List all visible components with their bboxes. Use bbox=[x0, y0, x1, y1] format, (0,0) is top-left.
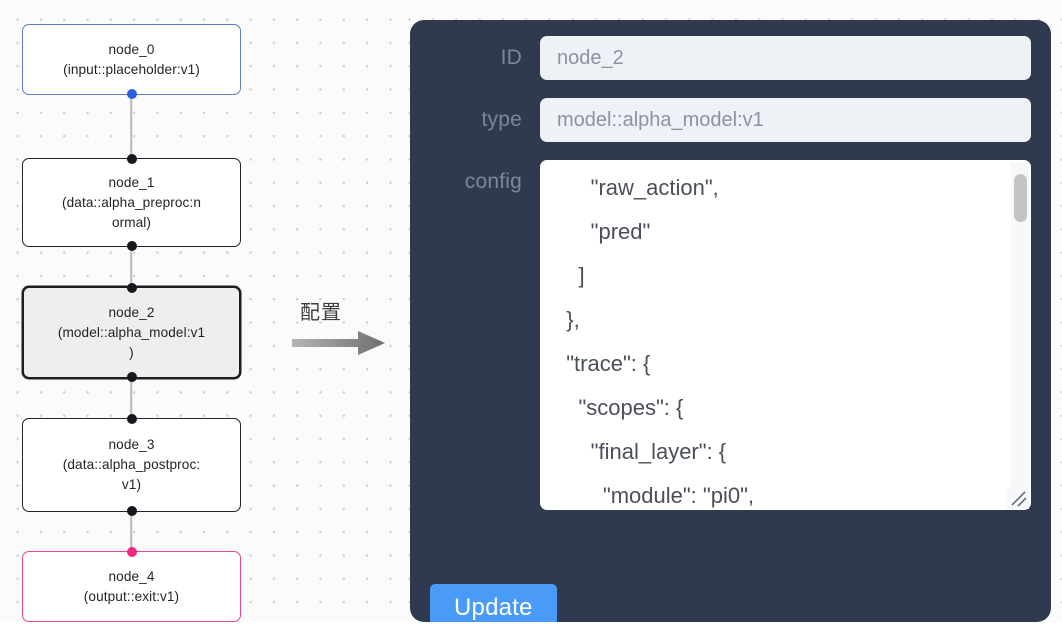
node-title: node_4 bbox=[108, 568, 155, 584]
node-port-input[interactable] bbox=[126, 547, 137, 557]
edge-node3-node4 bbox=[130, 512, 132, 551]
node-subtitle-cont: ormal) bbox=[111, 214, 152, 230]
type-input[interactable] bbox=[540, 98, 1031, 142]
edge-node2-node3 bbox=[130, 379, 132, 418]
node-title: node_2 bbox=[108, 304, 155, 320]
textarea-resize-handle-icon[interactable] bbox=[1007, 487, 1029, 509]
flow-arrow-annotation: 配置 bbox=[292, 296, 392, 360]
id-field-label: ID bbox=[500, 46, 522, 69]
node-subtitle: (input::placeholder:v1) bbox=[63, 61, 200, 77]
graph-node-node_2[interactable]: node_2 (model::alpha_model:v1 ) bbox=[22, 283, 241, 382]
node-title: node_0 bbox=[108, 41, 155, 57]
node-port-input[interactable] bbox=[126, 154, 137, 164]
node-port-output[interactable] bbox=[126, 89, 137, 99]
type-field-label: type bbox=[481, 108, 522, 131]
config-textarea-wrap bbox=[540, 160, 1031, 510]
field-row-type: type bbox=[430, 98, 1031, 142]
graph-node-node_1[interactable]: node_1 (data::alpha_preproc:n ormal) bbox=[22, 154, 241, 251]
node-port-output[interactable] bbox=[126, 372, 137, 382]
node-port-input[interactable] bbox=[126, 283, 137, 293]
node-subtitle: (data::alpha_preproc:n bbox=[62, 194, 201, 210]
node-subtitle-cont: ) bbox=[129, 344, 134, 360]
node-subtitle: (output::exit:v1) bbox=[83, 588, 180, 604]
field-row-config: config bbox=[430, 160, 1031, 510]
node-config-panel: ID type config Update bbox=[410, 20, 1051, 634]
config-textarea-scrollbar[interactable] bbox=[1011, 162, 1029, 508]
edge-node1-node2 bbox=[130, 247, 132, 286]
node-subtitle: (data::alpha_postproc: bbox=[62, 457, 201, 472]
page-bottom-strip bbox=[0, 622, 1062, 643]
node-port-output[interactable] bbox=[126, 241, 137, 251]
config-textarea[interactable] bbox=[540, 160, 1031, 510]
node-port-output[interactable] bbox=[126, 506, 137, 516]
graph-node-node_4[interactable]: node_4 (output::exit:v1) bbox=[22, 547, 241, 622]
scrollbar-thumb[interactable] bbox=[1014, 174, 1027, 222]
config-field-label: config bbox=[464, 170, 522, 193]
id-input[interactable] bbox=[540, 36, 1031, 80]
node-title: node_3 bbox=[108, 437, 155, 452]
arrow-label: 配置 bbox=[300, 300, 342, 324]
arrow-right-icon bbox=[292, 330, 386, 361]
node-port-input[interactable] bbox=[126, 414, 137, 424]
node-subtitle-cont: v1) bbox=[121, 477, 142, 492]
graph-node-node_3[interactable]: node_3 (data::alpha_postproc: v1) bbox=[22, 414, 241, 516]
node-title: node_1 bbox=[108, 174, 155, 190]
field-row-id: ID bbox=[430, 36, 1031, 80]
node-subtitle: (model::alpha_model:v1 bbox=[57, 324, 206, 340]
graph-node-node_0[interactable]: node_0 (input::placeholder:v1) bbox=[22, 24, 241, 99]
edge-node0-node1 bbox=[130, 94, 132, 158]
